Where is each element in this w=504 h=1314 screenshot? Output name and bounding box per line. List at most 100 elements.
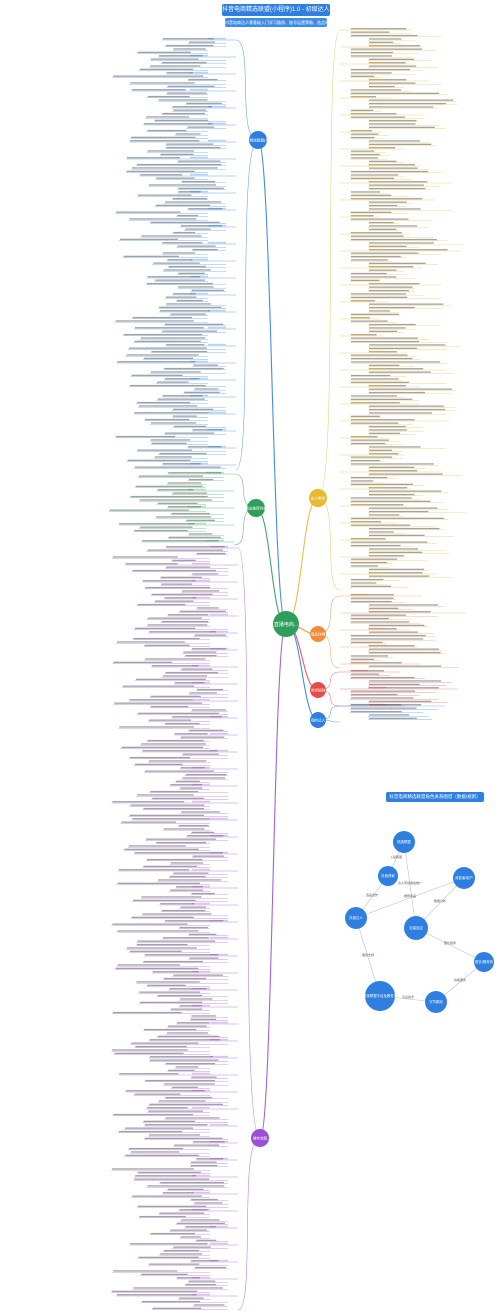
leaf-text [129, 756, 190, 759]
leaf-group-label [350, 333, 368, 336]
leaf-text [147, 1185, 225, 1187]
leaf-text [178, 187, 224, 189]
leaf-text [369, 364, 400, 366]
leaf-text [149, 631, 216, 633]
leaf-group-label [350, 299, 368, 302]
branch-node-label-b6: 我的达人 [311, 718, 326, 723]
leaf-text [191, 648, 226, 650]
graph-node-label-n6: 团长/服务商 [475, 959, 494, 964]
leaf-text [351, 463, 434, 465]
leaf-text [369, 628, 397, 630]
leaf-text [369, 45, 421, 47]
leaf-text [168, 536, 221, 538]
branch-node-b1 [249, 131, 267, 149]
leaf-text [351, 641, 383, 643]
leaf-text [131, 89, 186, 91]
leaf-text [192, 855, 224, 857]
branch-node-b6 [310, 712, 326, 728]
leaf-text [351, 544, 401, 547]
leaf-text [150, 371, 201, 373]
leaf-text [148, 1110, 203, 1112]
leaf-text [134, 466, 221, 468]
leaf-text [351, 676, 415, 679]
leaf-text [191, 831, 215, 833]
leaf-text [156, 381, 189, 383]
branch-spine-top-b3 [317, 29, 341, 499]
leaf-text [121, 746, 204, 748]
leaf-text [351, 191, 381, 193]
leaf-group-label [192, 987, 210, 990]
leaf-group-label [368, 554, 386, 557]
leaf-text [369, 680, 442, 682]
leaf-group-label [210, 1055, 228, 1058]
leaf-text [351, 157, 379, 159]
branch-node-label-b1: 抖音精选联盟(平台) [242, 138, 273, 143]
leaf-text [193, 364, 218, 366]
leaf-text [142, 750, 218, 752]
graph-edge-label: 协助服务 [454, 977, 466, 982]
leaf-text [145, 418, 190, 421]
leaf-text [134, 340, 201, 342]
leaf-text [154, 456, 192, 458]
leaf-text [369, 555, 404, 557]
leaf-text [351, 419, 415, 421]
leaf-text [173, 1246, 211, 1248]
leaf-text [116, 641, 185, 643]
leaf-group-label [368, 350, 386, 353]
leaf-group-label [190, 462, 208, 465]
leaf-text [145, 1079, 215, 1082]
leaf-text [369, 408, 446, 411]
leaf-text [369, 310, 390, 312]
leaf-text [139, 499, 213, 501]
leaf-text [369, 147, 396, 149]
leaf-text [369, 611, 431, 613]
leaf-text [351, 89, 402, 91]
leaf-text [173, 974, 223, 976]
leaf-text [118, 1130, 183, 1133]
leaf-text [167, 1188, 204, 1190]
leaf-text [164, 323, 224, 325]
leaf-text [181, 811, 220, 813]
leaf-layer [108, 27, 467, 1310]
leaf-text [149, 1056, 213, 1058]
leaf-group-label [210, 1157, 228, 1160]
leaf-text [146, 838, 217, 840]
branch-node-label-b5: 带货规则 [311, 688, 326, 693]
leaf-text [351, 296, 408, 298]
leaf-text [369, 568, 425, 570]
mindmap-nodes: 直播电商...抖音精选联盟(平台)选品推荐列表达人带货商品详情带货规则我的达人操… [242, 131, 327, 1147]
leaf-group-label [368, 686, 386, 689]
leaf-text [191, 1260, 219, 1262]
leaf-text [351, 68, 411, 71]
leaf-text [165, 722, 200, 725]
leaf-text [170, 1229, 208, 1231]
leaf-text [197, 688, 224, 691]
leaf-group-label [208, 224, 226, 227]
leaf-group-label [368, 146, 386, 149]
leaf-text [158, 99, 208, 101]
leaf-text [172, 106, 212, 108]
leaf-group-label [192, 1191, 210, 1194]
leaf-text [162, 463, 201, 465]
leaf-text [176, 299, 203, 302]
leaf-text [150, 221, 220, 223]
leaf-text [159, 452, 207, 455]
leaf-text [369, 453, 399, 455]
leaf-text [351, 517, 444, 519]
leaf-text [147, 739, 204, 742]
leaf-text [164, 367, 224, 370]
leaf-group-label [210, 1242, 228, 1245]
leaf-text [115, 435, 176, 438]
leaf-text [126, 947, 197, 949]
leaf-group-label [208, 445, 226, 448]
leaf-group-label [350, 112, 368, 115]
leaf-text [181, 668, 213, 670]
leaf-text [168, 614, 209, 616]
leaf-text [167, 482, 202, 484]
leaf-text [351, 109, 374, 111]
leaf-text [143, 960, 203, 963]
leaf-text [351, 634, 426, 637]
leaf-text [166, 72, 193, 74]
leaf-group-label [192, 1004, 210, 1007]
graph-edge [403, 841, 417, 929]
